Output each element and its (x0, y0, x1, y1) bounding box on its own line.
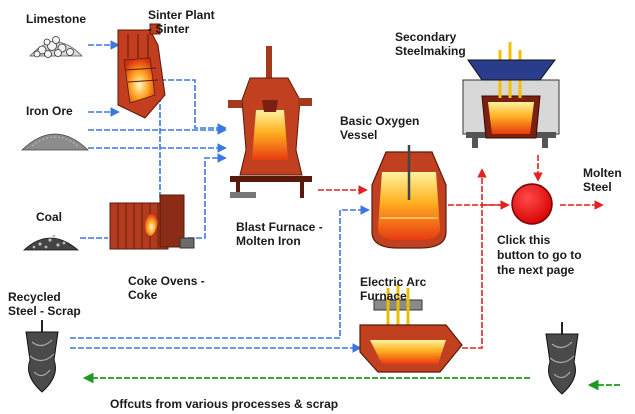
blast-furnace-label-line1: Blast Furnace - (236, 220, 323, 234)
limestone-label: Limestone (26, 12, 87, 26)
secondary-steelmaking-ladle-icon (462, 42, 560, 148)
basic-oxygen-vessel-icon (371, 145, 447, 249)
sinter-plant-label-line1: Sinter Plant (148, 8, 215, 22)
next-page-hint-line2: button to go to (497, 248, 582, 262)
coke-ovens-label-line1: Coke Ovens - (128, 274, 205, 288)
molten-steel-label-line1: Molten (583, 166, 622, 180)
sinter-plant-icon (117, 23, 166, 119)
secondary-steelmaking-label-line2: Steelmaking (395, 44, 466, 58)
sinter-plant-label-line2: - Sinter (148, 22, 190, 36)
coal-pile-icon (22, 234, 80, 251)
bof-label-line2: Vessel (340, 128, 378, 142)
electric-arc-furnace-label-line1: Electric Arc (360, 275, 427, 289)
electric-arc-furnace-icon (359, 284, 463, 373)
secondary-steelmaking-label-line1: Secondary (395, 30, 457, 44)
coke-ovens-icon (109, 194, 195, 250)
blast-furnace-label-line2: Molten Iron (236, 234, 301, 248)
coal-label: Coal (36, 210, 63, 224)
flow-coke-to-blast-furnace (188, 153, 227, 239)
flow-sinter-to-blast-furnace (160, 79, 227, 133)
molten-steel-label-line2: Steel (583, 180, 612, 194)
flow-eaf-to-junction (462, 168, 487, 349)
next-page-hint-line3: the next page (497, 263, 575, 277)
scrap-bundle-icon (25, 320, 59, 393)
recycled-scrap-label-line2: Steel - Scrap (8, 304, 81, 318)
bof-label-line1: Basic Oxygen (340, 114, 420, 128)
coke-ovens-label-line2: Coke (128, 288, 158, 302)
raw-material-flows (70, 40, 370, 353)
next-page-button[interactable] (510, 182, 554, 226)
limestone-pile-icon (29, 36, 83, 58)
molten-metal-flows (318, 155, 604, 349)
iron-ore-label: Iron Ore (26, 104, 73, 118)
electric-arc-furnace-label-line2: Furnace (360, 289, 407, 303)
offcuts-label: Offcuts from various processes & scrap (110, 397, 339, 411)
recycle-flows (82, 372, 620, 391)
scrap-bundle-right-icon (545, 322, 579, 395)
iron-ore-pile-icon (21, 133, 89, 151)
flow-scrap-to-bof (70, 205, 370, 339)
next-page-hint-line1: Click this (497, 233, 551, 247)
blast-furnace-icon (228, 46, 312, 198)
recycled-scrap-label-line1: Recycled (8, 290, 61, 304)
